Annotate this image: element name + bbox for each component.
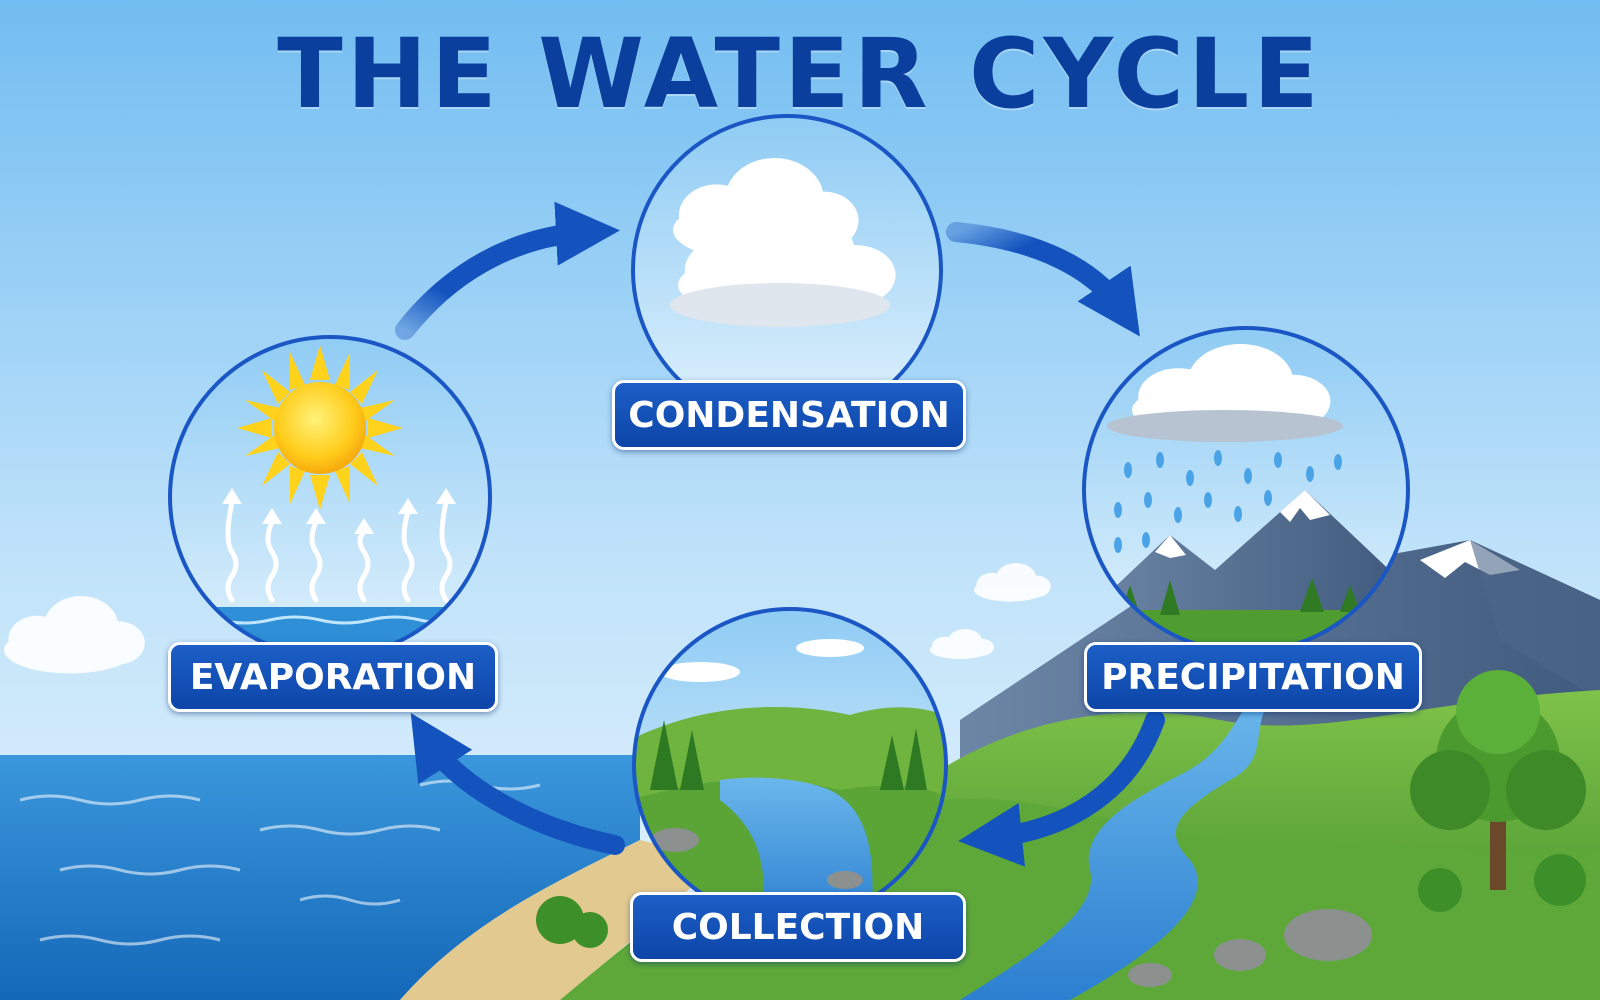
tree-icon [1410, 670, 1586, 890]
diagram-title: THE WATER CYCLE [277, 18, 1323, 130]
cycle-arrows [395, 201, 1165, 867]
arrow-icon [958, 710, 1165, 867]
rain-cloud-icon [1107, 344, 1343, 553]
sun-icon [237, 345, 403, 510]
condensation-circle [631, 114, 943, 426]
evaporation-label: EVAPORATION [168, 642, 498, 712]
rocks [1128, 909, 1372, 987]
arrow-icon [410, 713, 625, 855]
condensation-label: CONDENSATION [612, 380, 966, 450]
arrow-icon [395, 201, 620, 340]
cloud-icon [670, 158, 896, 327]
river-icon [960, 700, 1270, 1000]
collection-circle [632, 607, 948, 923]
arrow-icon [946, 222, 1140, 337]
collection-label: COLLECTION [630, 892, 966, 962]
precipitation-label: PRECIPITATION [1084, 642, 1422, 712]
evaporation-circle [168, 335, 492, 659]
vapor-arrows [222, 488, 456, 603]
bushes [536, 854, 1586, 948]
